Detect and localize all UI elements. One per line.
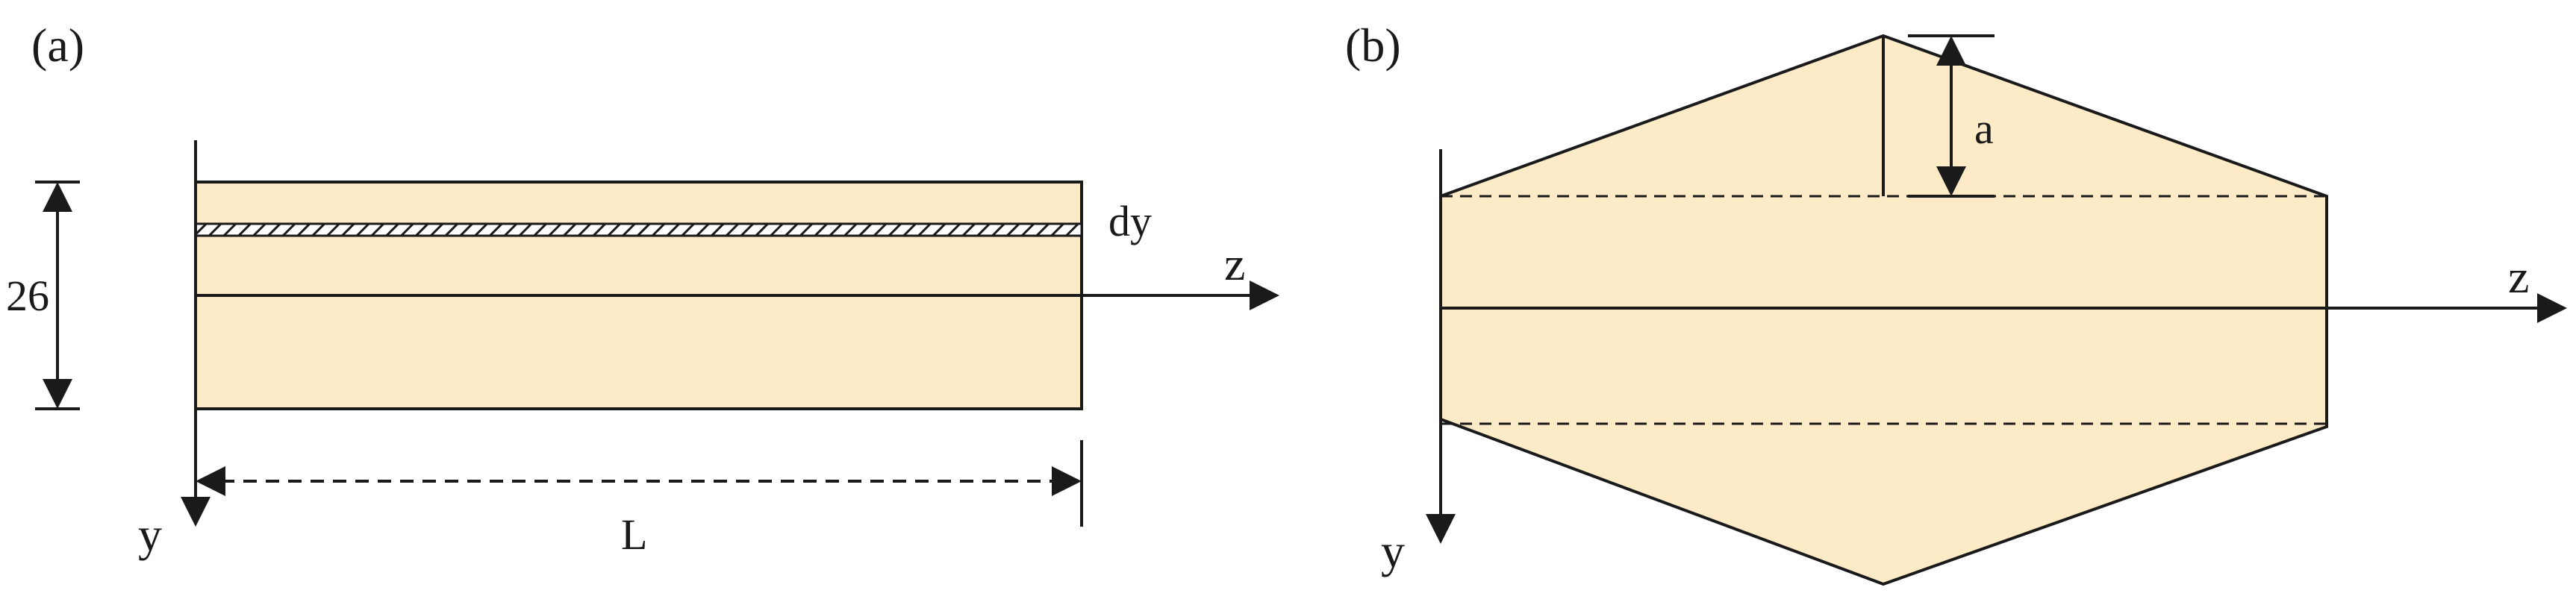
hatched-strip bbox=[194, 222, 1083, 237]
panel-a: (a) dy z y 26 L bbox=[6, 19, 1279, 561]
strip-label-dy: dy bbox=[1108, 197, 1152, 245]
axis-z-label-b: z bbox=[2508, 250, 2529, 303]
panel-a-label: (a) bbox=[31, 19, 84, 72]
height-label: 26 bbox=[6, 272, 49, 320]
axis-y-label: y bbox=[138, 508, 162, 561]
axis-y-label-b: y bbox=[1381, 524, 1405, 577]
panel-b-label: (b) bbox=[1345, 19, 1401, 72]
offset-label-a: a bbox=[1974, 104, 1994, 153]
axis-z-label: z bbox=[1224, 237, 1245, 290]
panel-b: (b) a z y bbox=[1345, 19, 2567, 586]
length-label: L bbox=[621, 510, 647, 559]
